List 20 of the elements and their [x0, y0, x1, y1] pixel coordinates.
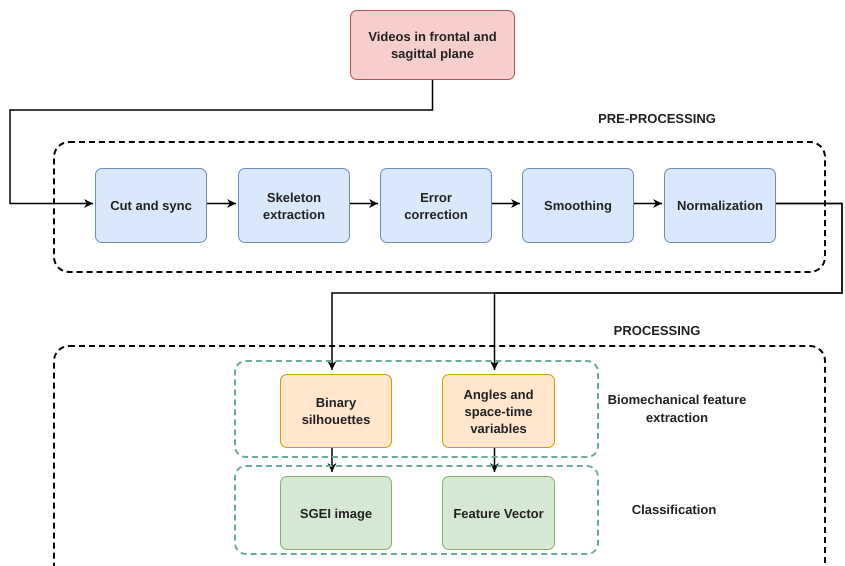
- group-heading: PROCESSING: [612, 322, 702, 340]
- group-heading: Biomechanical feature extraction: [606, 391, 748, 427]
- arrow: [490, 202, 843, 370]
- arrow: [205, 199, 236, 208]
- group-heading: PRE-PROCESSING: [597, 110, 717, 128]
- process-box: Error correction: [380, 168, 492, 243]
- process-box: Skeleton extraction: [238, 168, 350, 243]
- group-heading: Classification: [630, 501, 718, 519]
- arrow: [348, 199, 378, 208]
- input-box: Videos in frontal and sagittal plane: [350, 10, 515, 80]
- arrow: [632, 199, 662, 208]
- process-box: Angles and space-time variables: [442, 374, 555, 448]
- process-box: Feature Vector: [442, 476, 555, 550]
- process-box: Cut and sync: [95, 168, 207, 243]
- arrow: [9, 80, 434, 208]
- process-box: SGEI image: [280, 476, 392, 550]
- process-box: Binary silhouettes: [280, 374, 392, 448]
- arrow: [490, 199, 520, 208]
- process-box: Smoothing: [522, 168, 634, 243]
- process-box: Normalization: [664, 168, 776, 243]
